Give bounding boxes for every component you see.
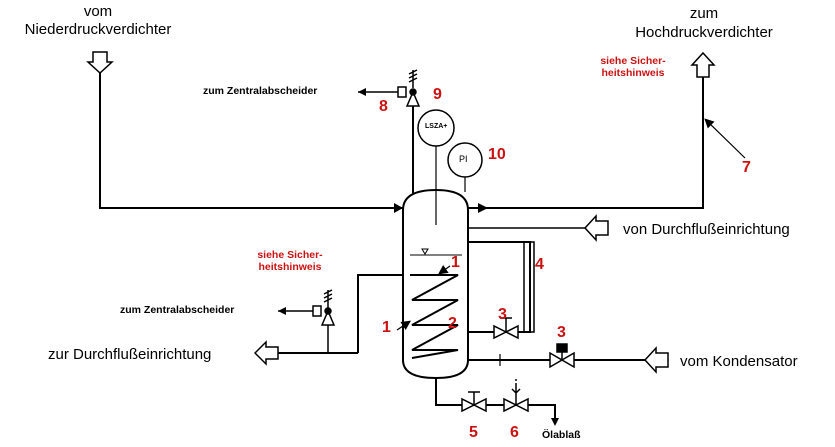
marker-4: 4 xyxy=(535,256,544,273)
level-gauge-tube xyxy=(523,241,535,333)
marker-1-left: 1 xyxy=(382,319,391,336)
safety-valve-8 xyxy=(397,69,421,107)
marker-3-inner: 3 xyxy=(498,306,507,323)
marker-10: 10 xyxy=(488,146,506,163)
safety-note-top-line1: siehe Sicher- xyxy=(600,55,666,67)
inflow-arrow-icon xyxy=(86,51,114,75)
marker-2: 2 xyxy=(448,315,457,332)
lsza-gauge xyxy=(417,109,455,147)
safety-valve-mid xyxy=(312,289,336,353)
marker-1-top: 1 xyxy=(451,254,460,271)
safety-note-mid-line2: heitshinweis xyxy=(258,261,322,274)
valve-6 xyxy=(503,378,529,413)
valve-3-right xyxy=(549,343,575,369)
zum-hoch-label-1: zum xyxy=(689,5,719,22)
safety-note-mid-line1: siehe Sicher- xyxy=(257,249,323,261)
von-durchfluss-label: von Durchflußeinrichtung xyxy=(623,221,790,238)
cooling-coil xyxy=(410,274,459,359)
marker-6: 6 xyxy=(510,424,519,441)
safety-note-mid: siehe Sicher- heitshinweis xyxy=(250,249,330,273)
pi-gauge xyxy=(447,142,483,178)
outflow-arrow-icon xyxy=(690,51,716,78)
zur-durchfluss-arrow-icon xyxy=(253,340,279,366)
zur-durchfluss-label: zur Durchflußeinrichtung xyxy=(48,346,212,363)
kondensator-arrow-icon xyxy=(643,346,669,374)
callout-1-top xyxy=(438,264,451,275)
zum-hoch-label-2: Hochdruckverdichter xyxy=(635,24,773,41)
von-durchfluss-arrow-icon xyxy=(583,214,609,242)
oelablass-label: Ölablaß xyxy=(542,429,581,441)
marker-9: 9 xyxy=(433,86,442,103)
lsza-label: LSZA+ xyxy=(425,123,448,130)
safety-note-top-line2: heitshinweis xyxy=(601,67,665,80)
vom-nieder-label-1: vom xyxy=(83,3,113,20)
outlet-line xyxy=(468,68,704,209)
zentral-mid-arrow-icon xyxy=(278,307,286,315)
zentral-top-arrow-icon xyxy=(358,88,366,96)
vom-nieder-label-2: Niederdruckverdichter xyxy=(24,21,172,38)
separator-vessel xyxy=(402,188,469,380)
marker-3-right: 3 xyxy=(557,324,566,341)
pi-label: PI xyxy=(459,154,468,164)
safety-note-top: siehe Sicher- heitshinweis xyxy=(593,55,673,79)
zentralabscheider-top-label: zum Zentralabscheider xyxy=(203,85,318,97)
zentralabscheider-mid-label: zum Zentralabscheider xyxy=(120,304,235,316)
valve-5 xyxy=(461,391,487,413)
drain-line xyxy=(435,378,556,420)
inlet-line xyxy=(99,72,403,209)
oelablass-arrow-icon xyxy=(551,418,559,426)
valve-3-inner xyxy=(493,317,519,340)
marker-8: 8 xyxy=(379,98,388,115)
vom-kondensator-label: vom Kondensator xyxy=(680,353,798,370)
inlet-arrowhead-icon xyxy=(394,203,403,213)
marker-5: 5 xyxy=(469,424,478,441)
callout-7 xyxy=(704,118,746,159)
level-marker-icon xyxy=(421,248,429,255)
callout-1-left xyxy=(396,320,411,331)
flow-direction-arrow-icon xyxy=(478,203,488,213)
marker-7: 7 xyxy=(742,159,751,176)
